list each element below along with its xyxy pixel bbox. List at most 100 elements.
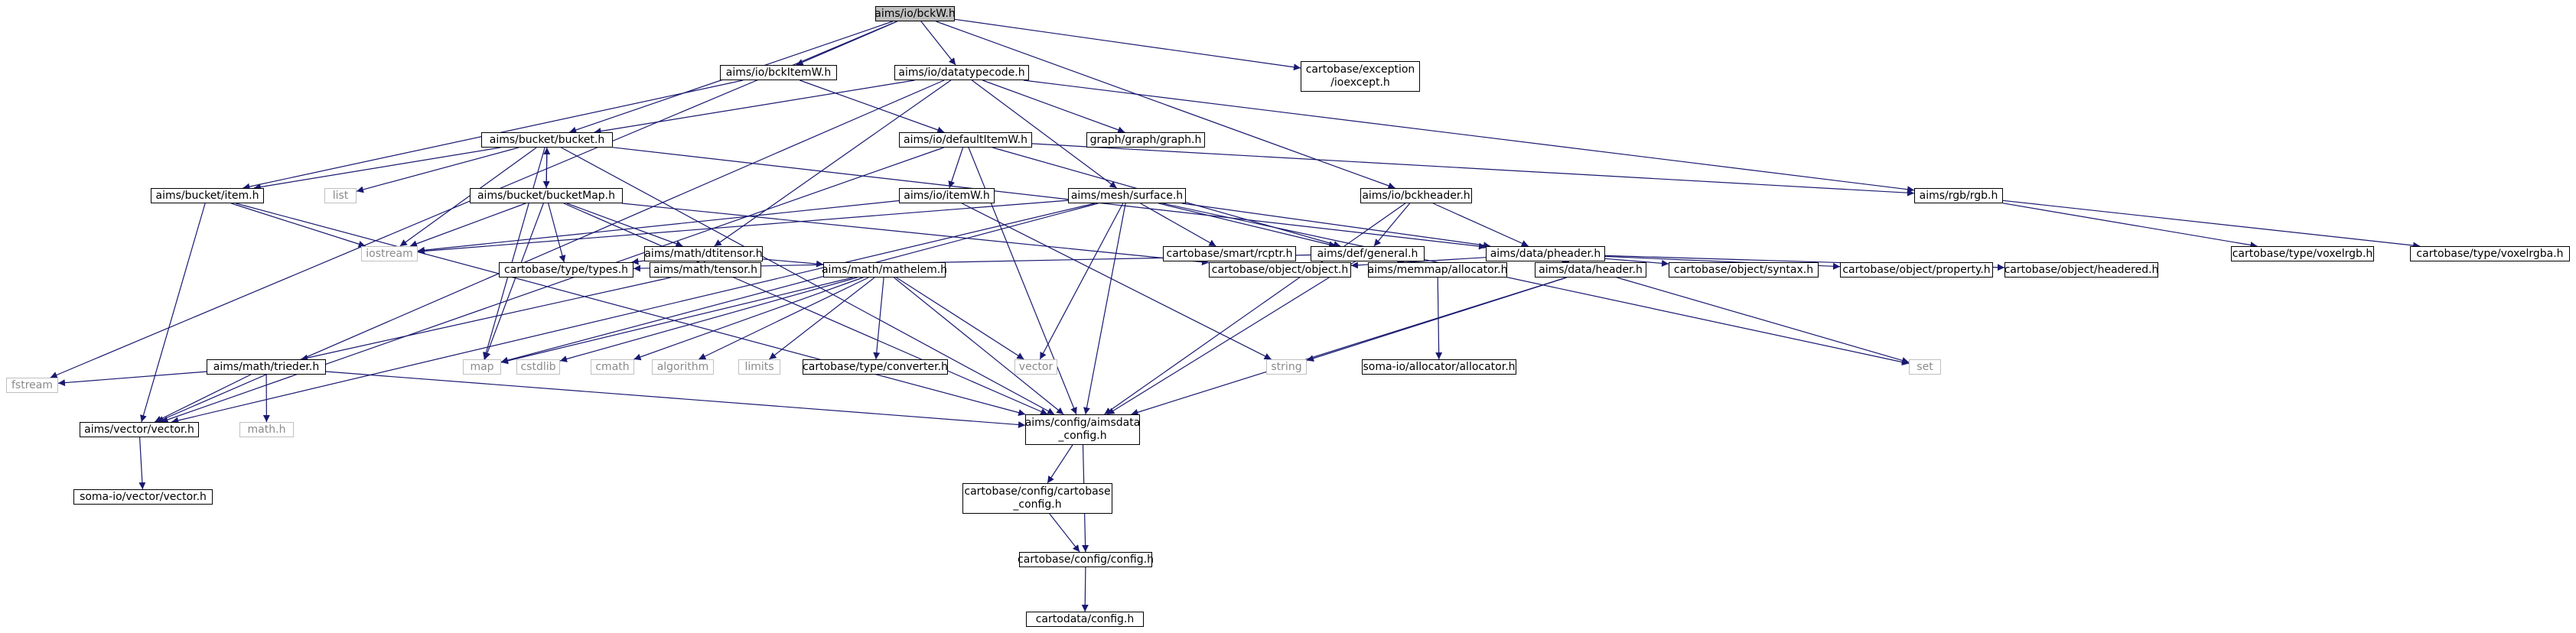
node-types[interactable]: cartobase/type/types.h	[499, 262, 633, 278]
node-converter[interactable]: cartobase/type/converter.h	[803, 359, 948, 375]
node-allocator[interactable]: aims/memmap/allocator.h	[1368, 262, 1507, 278]
edge-bucketmap-to-aimsdata_config	[563, 203, 1048, 415]
edge-datatypecode-to-dtitensor	[714, 80, 952, 247]
edge-mathelem-to-limits	[769, 277, 875, 360]
edge-surface-to-vector	[1039, 203, 1124, 360]
node-vector: vector	[1014, 359, 1057, 375]
node-item[interactable]: aims/bucket/item.h	[151, 188, 264, 203]
node-header[interactable]: aims/data/header.h	[1535, 262, 1646, 278]
node-iostream: iostream	[361, 246, 418, 261]
node-fstream: fstream	[6, 378, 58, 393]
edge-bckheader-to-pheader	[1432, 203, 1529, 247]
edge-surface-to-vectorh	[171, 203, 1095, 424]
edge-itemw-to-iostream	[417, 200, 900, 254]
node-bucketmap[interactable]: aims/bucket/bucketMap.h	[470, 188, 623, 203]
node-mathelem[interactable]: aims/math/mathelem.h	[822, 262, 947, 278]
node-ioexcept[interactable]: cartobase/exception /ioexcept.h	[1301, 61, 1420, 92]
edge-mathelem-to-converter	[873, 277, 884, 360]
edge-bucketmap-to-map	[484, 203, 544, 360]
edge-dtitensor-to-types	[631, 258, 645, 265]
node-bckitemw[interactable]: aims/io/bckItemW.h	[720, 65, 837, 80]
node-vectorh[interactable]: aims/vector/vector.h	[80, 422, 199, 437]
edge-bckitemw-to-defaultitemw	[800, 80, 945, 134]
node-dtitensor[interactable]: aims/math/dtitensor.h	[644, 246, 763, 261]
node-surface[interactable]: aims/mesh/surface.h	[1068, 188, 1186, 203]
edge-bucket-to-item	[253, 147, 501, 190]
node-voxelrgba[interactable]: cartobase/type/voxelrgba.h	[2410, 246, 2570, 261]
edge-datatypecode-to-bucket	[594, 80, 915, 135]
node-algorithm: algorithm	[652, 359, 714, 375]
edge-item-to-aimsdata_config	[236, 203, 1026, 417]
edge-rgb-to-voxelrgb	[2002, 203, 2258, 248]
node-string: string	[1266, 359, 1307, 375]
edge-header-to-set	[1617, 277, 1910, 364]
node-defaultitemw[interactable]: aims/io/defaultItemW.h	[899, 132, 1032, 148]
node-object[interactable]: cartobase/object/object.h	[1209, 262, 1351, 278]
node-pheader[interactable]: aims/data/pheader.h	[1486, 246, 1605, 261]
node-config[interactable]: cartobase/config/config.h	[1018, 552, 1154, 567]
edge-pheader-to-header	[1561, 256, 1570, 264]
edge-surface-to-general	[1158, 203, 1337, 248]
node-cartodata-config[interactable]: cartodata/config.h	[1026, 612, 1144, 627]
edge-bucket-to-map	[483, 147, 545, 360]
edge-mathelem-to-cstdlib	[559, 277, 858, 362]
node-syntax[interactable]: cartobase/object/syntax.h	[1669, 262, 1819, 278]
node-bucket[interactable]: aims/bucket/bucket.h	[481, 132, 613, 148]
edge-mathelem-to-vector	[896, 277, 1024, 360]
node-list: list	[324, 188, 357, 203]
node-headered[interactable]: cartobase/object/headered.h	[2004, 262, 2158, 278]
node-aimsdata-config[interactable]: aims/config/aimsdata _config.h	[1025, 414, 1140, 445]
edge-item-to-vectorh	[140, 203, 206, 423]
node-trieder[interactable]: aims/math/trieder.h	[207, 359, 326, 375]
node-soma-allocator[interactable]: soma-io/allocator/allocator.h	[1362, 359, 1516, 375]
edge-mathelem-to-algorithm	[698, 277, 869, 360]
edge-mathelem-to-cmath	[633, 277, 864, 361]
node-general[interactable]: aims/def/general.h	[1311, 246, 1425, 261]
node-root[interactable]: aims/io/bckW.h	[874, 6, 956, 21]
edge-bucket-to-iostream	[399, 147, 537, 247]
edge-surface-to-rcptr	[1140, 203, 1216, 247]
edges-layer	[50, 18, 2421, 612]
edge-root-to-datatypecode	[920, 21, 956, 66]
node-property[interactable]: cartobase/object/property.h	[1840, 262, 1993, 278]
edge-trieder-to-fstream	[57, 371, 207, 387]
node-cartobase-config[interactable]: cartobase/config/cartobase _config.h	[962, 483, 1112, 514]
edge-bucketmap-to-iostream	[409, 203, 526, 248]
edge-bucket-to-pheader	[612, 147, 1487, 250]
edge-trieder-to-aimsdata_config	[325, 371, 1026, 428]
node-cmath: cmath	[591, 359, 634, 375]
edge-aimsdata_config-to-cartobase_config	[1047, 444, 1073, 484]
node-tensor[interactable]: aims/math/tensor.h	[650, 262, 761, 278]
edge-config-to-cartodata_config	[1081, 566, 1089, 612]
node-limits: limits	[738, 359, 780, 375]
node-voxelrgb[interactable]: cartobase/type/voxelrgb.h	[2231, 246, 2374, 261]
edge-mathelem-to-aimsdata_config	[894, 277, 1064, 415]
edge-rgb-to-voxelrgba	[2002, 200, 2421, 249]
node-graph[interactable]: graph/graph/graph.h	[1086, 132, 1205, 148]
edge-root-to-ioexcept	[954, 18, 1301, 71]
node-rgb[interactable]: aims/rgb/rgb.h	[1914, 188, 2003, 203]
node-datatypecode[interactable]: aims/io/datatypecode.h	[894, 65, 1029, 80]
edge-bckheader-to-aimsdata_config	[1104, 203, 1406, 415]
node-rcptr[interactable]: cartobase/smart/rcptr.h	[1163, 246, 1296, 261]
node-mathh: math.h	[239, 422, 294, 437]
node-soma-vector[interactable]: soma-io/vector/vector.h	[73, 489, 213, 505]
node-set: set	[1909, 359, 1941, 375]
edge-datatypecode-to-surface	[972, 80, 1117, 189]
edge-vectorh-to-soma_vector	[138, 437, 146, 490]
edge-trieder-to-vectorh	[154, 374, 252, 423]
node-map: map	[463, 359, 501, 375]
edge-general-to-aimsdata_config	[1107, 261, 1356, 415]
edge-bucket-to-list	[356, 147, 519, 193]
edge-bckheader-to-general	[1373, 203, 1411, 247]
edge-tensor-to-trieder	[301, 277, 671, 362]
edge-bucketmap-to-bucket	[543, 147, 551, 189]
edge-item-to-iostream	[231, 203, 366, 248]
edge-pheader-to-syntax	[1604, 258, 1669, 267]
edge-cartobase_config-to-config	[1049, 513, 1080, 553]
edge-bucketmap-to-dtitensor	[566, 203, 683, 248]
node-itemw[interactable]: aims/io/itemW.h	[899, 188, 995, 203]
node-bckheader[interactable]: aims/io/bckheader.h	[1360, 188, 1472, 203]
node-cstdlib: cstdlib	[516, 359, 560, 375]
